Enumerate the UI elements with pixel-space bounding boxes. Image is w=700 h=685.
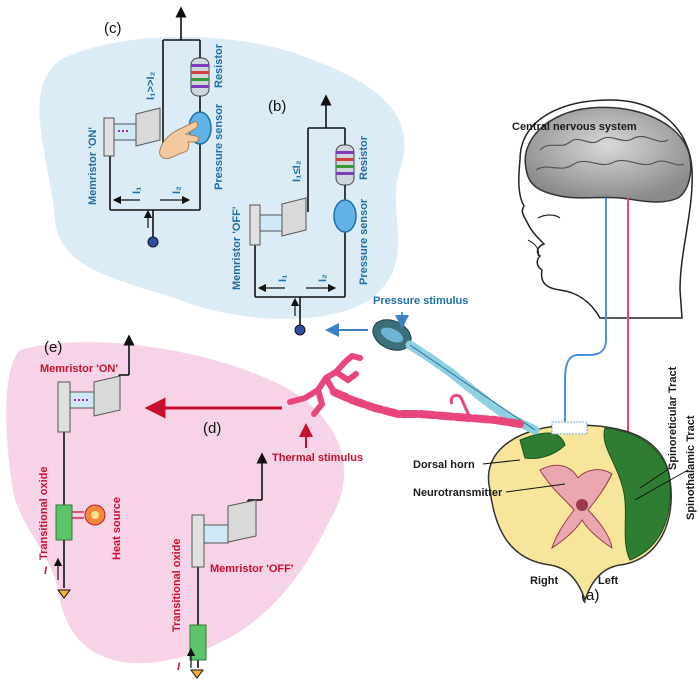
memristor-label-b: Memristor 'OFF' [231, 206, 243, 290]
current-i1-label-b: I₁ [277, 274, 289, 282]
ground-terminal-b [294, 324, 306, 336]
spinothalamic-tract-label: Spinothalamic Tract [685, 415, 697, 520]
memristor-e [57, 375, 121, 433]
current-i2-label-c: I₂ [171, 186, 183, 194]
resistor-label-c: Resistor [213, 43, 225, 88]
current-relation-b: I₁≤I₂ [291, 160, 303, 182]
central-nervous-system-label: Central nervous system [512, 121, 637, 133]
memristor-d [191, 499, 257, 568]
neurotransmitter-label: Neurotransmitter [413, 487, 503, 499]
heat-source-label-e: Heat source [111, 497, 123, 560]
circuit-c: Memristor 'ON' Pressure sensor Resistor … [87, 6, 225, 248]
spinal-cord-cross-section [487, 421, 672, 603]
transitional-oxide-label-e: Transitional oxide [38, 466, 50, 560]
spinoreticular-pointer [639, 467, 671, 489]
memristor-label-d: Memristor 'OFF' [210, 563, 294, 575]
thermal-stimulus-label: Thermal stimulus [272, 452, 363, 464]
panel-label-d: (d) [203, 420, 221, 437]
ground-terminal-c [147, 236, 159, 248]
spinothalamic-pointer [634, 469, 689, 501]
pink-background-blob [6, 342, 345, 664]
ground-terminal-d [190, 669, 204, 679]
panel-label-e: (e) [44, 339, 62, 356]
circuit-d: Memristor 'OFF' Transitional oxide I [171, 452, 294, 679]
brain [524, 106, 692, 203]
current-label-d: I [177, 661, 181, 673]
spinoreticular-tract-label: Spinoreticular Tract [667, 366, 679, 470]
transitional-oxide-label-d: Transitional oxide [171, 538, 183, 632]
current-i1-label-c: I₁ [131, 186, 143, 194]
memristor-label-c: Memristor 'ON' [87, 127, 99, 205]
pressure-sensor-label-b: Pressure sensor [358, 198, 370, 285]
current-arrows-b [257, 283, 337, 316]
dorsal-horn-pointer [482, 459, 521, 465]
resistor-c [190, 57, 210, 97]
panel-label-b: (b) [268, 98, 286, 115]
dorsal-horn-label: Dorsal horn [413, 459, 475, 471]
current-relation-c: I₁>>I₂ [145, 71, 157, 100]
pressure-sensor-b [333, 199, 357, 233]
resistor-b [335, 144, 355, 186]
blue-background-blob [39, 36, 405, 319]
current-label-e: I [44, 565, 48, 577]
resistor-label-b: Resistor [358, 135, 370, 180]
circuit-b: Memristor 'OFF' Pressure sensor Resistor… [231, 94, 370, 336]
thermal-receptor-neuron [287, 353, 524, 428]
heat-source-icon [72, 504, 106, 526]
left-label: Left [598, 575, 619, 587]
transitional-oxide-d [189, 624, 207, 661]
memristor-label-e: Memristor 'ON' [40, 363, 118, 375]
ground-terminal-e [57, 589, 71, 599]
neurotransmitter-pointer [505, 483, 566, 493]
memristor-b [249, 197, 307, 246]
transitional-oxide-e [55, 504, 73, 541]
circuit-e: Memristor 'ON' Transitional oxide Heat s… [38, 334, 135, 599]
circuit-b-wires [254, 94, 346, 328]
panel-label-c: (c) [104, 20, 122, 37]
spinoreticular-nerve-line [564, 198, 607, 450]
current-i2-label-b: I₂ [317, 274, 329, 282]
pressure-stimulus-label: Pressure stimulus [373, 295, 468, 307]
memristor-c [103, 107, 161, 157]
current-arrows-c [112, 195, 191, 228]
pressure-sensor-label-c: Pressure sensor [213, 103, 225, 190]
right-label: Right [530, 575, 558, 587]
hand-pressing-icon [159, 121, 199, 159]
